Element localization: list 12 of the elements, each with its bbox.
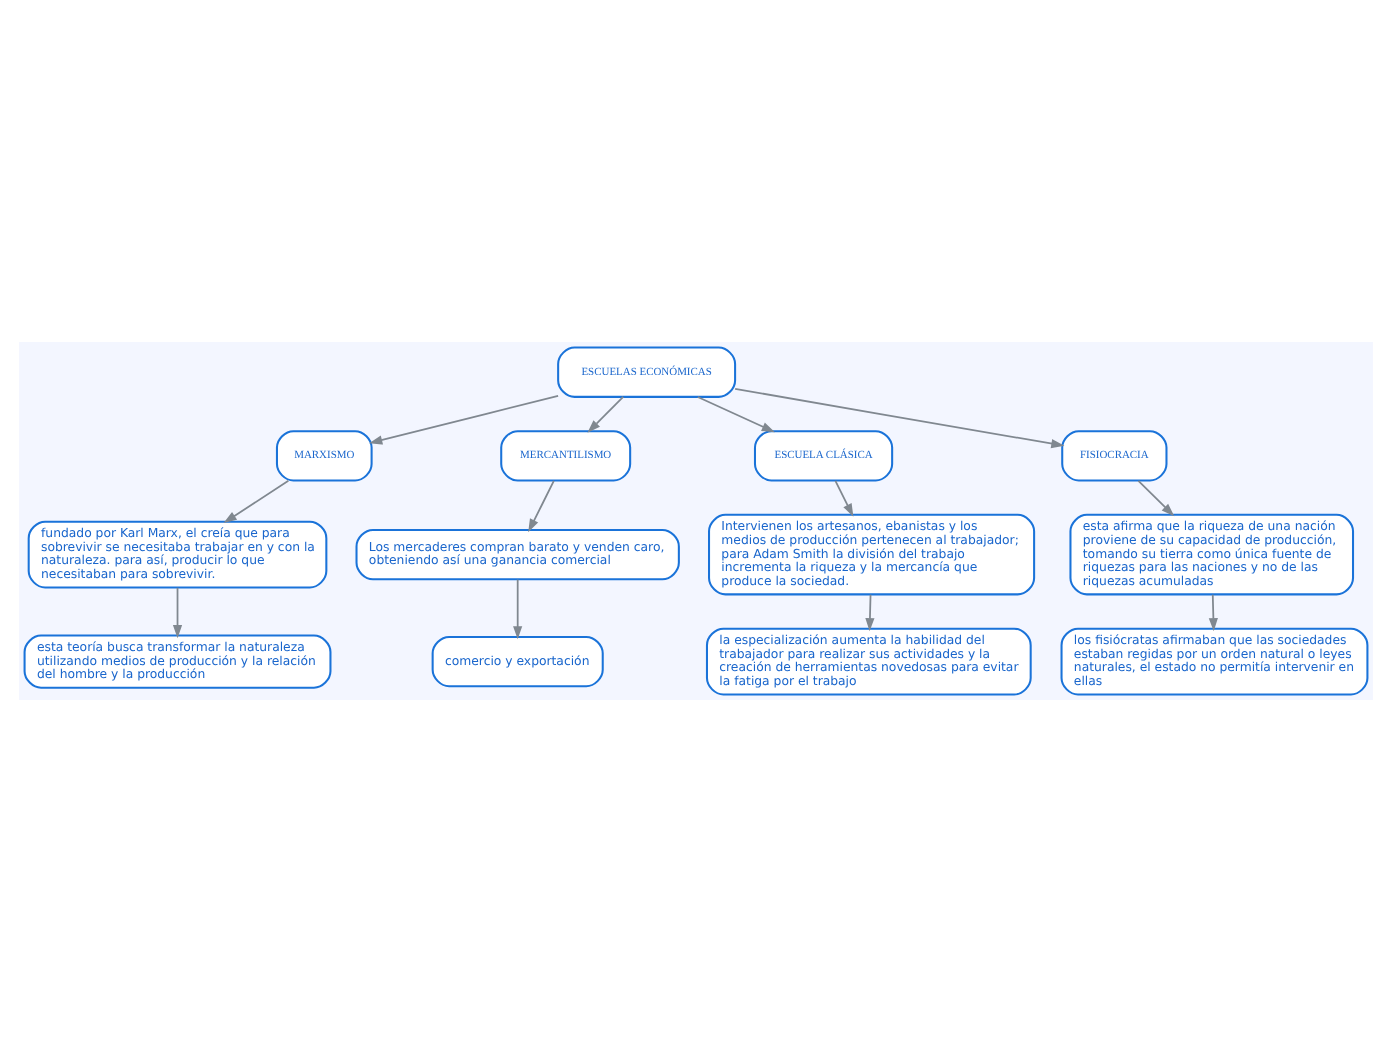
arrow bbox=[1208, 592, 1218, 631]
arrow bbox=[513, 577, 523, 639]
arrow bbox=[528, 479, 555, 532]
arrow bbox=[223, 478, 290, 523]
arrow bbox=[172, 585, 183, 638]
arrow bbox=[834, 479, 854, 516]
arrow bbox=[865, 592, 875, 631]
arrow bbox=[369, 393, 559, 444]
arrow bbox=[1137, 479, 1175, 516]
arrow bbox=[587, 395, 625, 432]
arrow bbox=[734, 387, 1065, 448]
arrow bbox=[696, 395, 775, 432]
